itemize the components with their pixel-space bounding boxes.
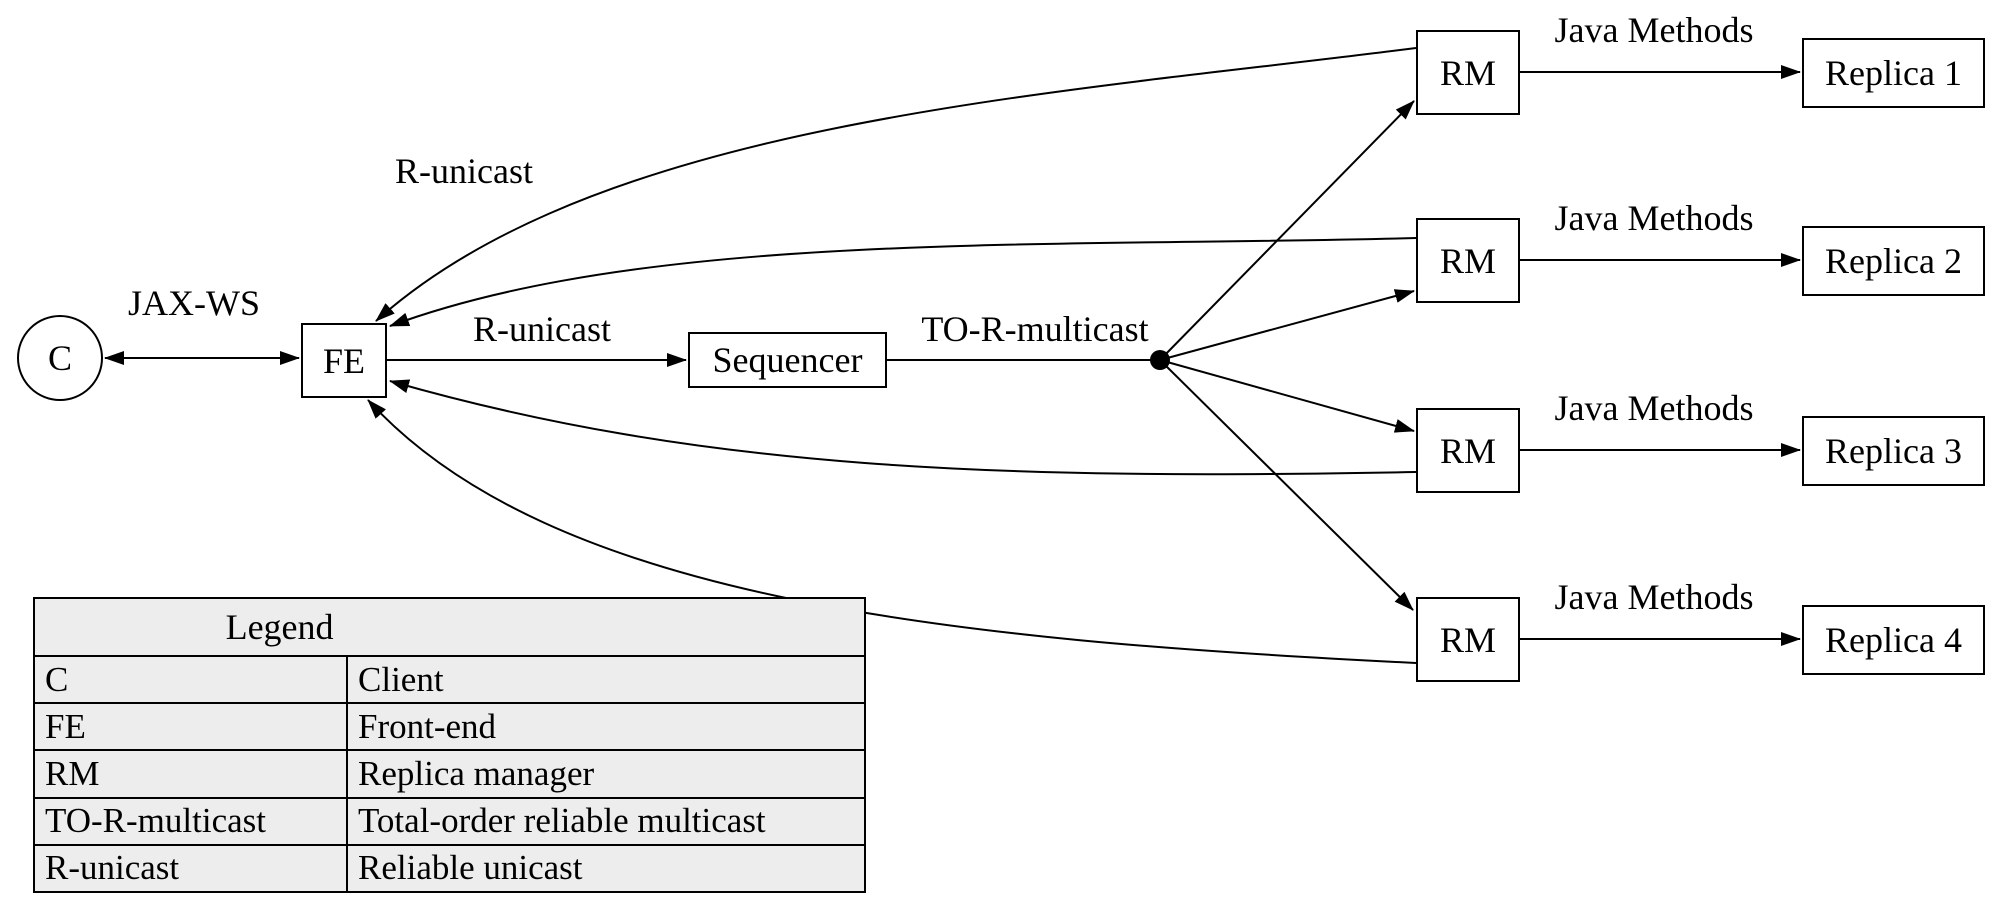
node-replica-4: Replica 4 <box>1802 605 1985 675</box>
edge-label-r-unicast-return: R-unicast <box>395 151 533 191</box>
edge-label-java-methods-4: Java Methods <box>1554 577 1754 617</box>
node-rm-4-label: RM <box>1439 619 1497 660</box>
node-replica-3: Replica 3 <box>1802 416 1985 486</box>
node-front-end: FE <box>301 323 387 398</box>
node-rm-2: RM <box>1416 218 1520 303</box>
legend-header: Legend <box>35 599 864 657</box>
legend-row-r-unicast: R-unicast Reliable unicast <box>35 845 864 892</box>
edge-label-to-r-multicast: TO-R-multicast <box>921 309 1149 349</box>
node-sequencer-label: Sequencer <box>712 340 863 380</box>
node-rm-1-label: RM <box>1439 52 1497 93</box>
node-sequencer: Sequencer <box>688 332 887 388</box>
edge-label-java-methods-2: Java Methods <box>1554 198 1754 238</box>
multicast-junction-dot <box>1150 350 1170 370</box>
node-replica-4-label: Replica 4 <box>1825 620 1962 660</box>
legend-value: Total-order reliable multicast <box>358 801 766 841</box>
edge-junction-rm1 <box>1159 100 1415 361</box>
node-replica-1-label: Replica 1 <box>1825 53 1962 93</box>
legend-row-to-r-multicast: TO-R-multicast Total-order reliable mult… <box>35 798 864 846</box>
node-front-end-label: FE <box>322 340 365 381</box>
edge-rm3-return-frontend <box>389 379 1417 476</box>
legend-key: RM <box>35 751 348 797</box>
edge-label-jax-ws: JAX-WS <box>128 283 260 323</box>
legend-key: R-unicast <box>35 845 348 892</box>
legend-key: TO-R-multicast <box>35 798 348 844</box>
legend-value: Front-end <box>358 706 497 746</box>
node-replica-3-label: Replica 3 <box>1825 431 1962 471</box>
node-replica-2: Replica 2 <box>1802 226 1985 296</box>
edge-junction-rm4 <box>1159 359 1414 611</box>
edge-junction-rm3 <box>1159 359 1415 433</box>
legend-key: C <box>35 657 348 703</box>
legend-row-replica-manager: RM Replica manager <box>35 751 864 799</box>
node-client-label: C <box>47 338 72 378</box>
node-rm-4: RM <box>1416 597 1520 682</box>
edge-rm2-return-frontend <box>389 237 1417 327</box>
legend-value: Client <box>358 659 444 699</box>
node-client: C <box>17 315 103 401</box>
edge-junction-rm2 <box>1159 289 1415 361</box>
legend-key: FE <box>35 704 348 750</box>
edge-label-java-methods-3: Java Methods <box>1554 388 1754 428</box>
node-rm-3-label: RM <box>1439 430 1497 471</box>
node-rm-3: RM <box>1416 408 1520 493</box>
edge-rm1-return-frontend <box>375 47 1417 322</box>
legend-row-client: C Client <box>35 657 864 705</box>
node-rm-2-label: RM <box>1439 240 1497 281</box>
legend-value: Replica manager <box>358 754 595 793</box>
legend-row-front-end: FE Front-end <box>35 704 864 752</box>
edge-label-java-methods-1: Java Methods <box>1554 10 1754 50</box>
node-rm-1: RM <box>1416 30 1520 115</box>
legend-value: Reliable unicast <box>358 848 583 888</box>
node-replica-2-label: Replica 2 <box>1825 241 1962 281</box>
legend-table: Legend C Client FE Front-end RM Replica … <box>33 597 866 893</box>
legend-title: Legend <box>225 607 334 647</box>
edge-label-r-unicast: R-unicast <box>473 309 611 349</box>
node-replica-1: Replica 1 <box>1802 38 1985 108</box>
